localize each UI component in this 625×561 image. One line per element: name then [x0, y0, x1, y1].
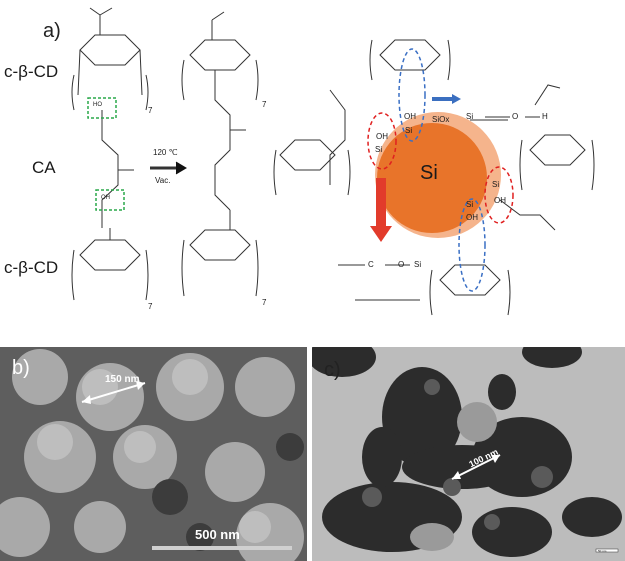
repeat-count-1: 7 — [148, 106, 153, 115]
red-arrow — [376, 178, 386, 228]
oh-label-right: OH — [494, 196, 506, 205]
red-dashed-ellipse-left — [367, 112, 397, 170]
oh-label-top: OH — [404, 112, 416, 121]
sem-micrograph — [0, 347, 307, 561]
green-dashed-box-top — [87, 97, 117, 119]
measure-line-100 — [451, 454, 501, 480]
scalebar-500nm — [152, 546, 292, 550]
oh-label-bottom: OH — [466, 213, 478, 222]
measure-line-150 — [81, 382, 146, 403]
panel-b-letter: b) — [12, 357, 30, 379]
blue-dashed-ellipse-top — [398, 48, 426, 142]
panel-a-scheme: a) c-β-CD CA c-β-CD 120 ℃ Vac. 7 7 7 7 S… — [4, 7, 595, 316]
h-label-hbond: H — [542, 112, 548, 121]
panel-c-tem-image: c) 100 nm 50 nm — [312, 347, 625, 561]
si-core-circle — [377, 123, 487, 233]
scalebar-label-500: 500 nm — [195, 527, 240, 542]
ho-label-top: HO — [93, 102, 102, 108]
repeat-count-3: 7 — [148, 302, 153, 311]
scalebar-50nm — [595, 548, 619, 553]
o-label-hbond: O — [512, 112, 519, 121]
c-label-ester: C — [368, 260, 374, 269]
repeat-count-2: 7 — [262, 100, 267, 109]
label-cbcd-top: c-β-CD — [4, 62, 59, 81]
si-label-top: Si — [405, 126, 413, 135]
reaction-scheme-drawing — [71, 7, 595, 316]
repeat-count-4: 7 — [262, 298, 267, 307]
measure-label-150: 150 nm — [105, 374, 140, 385]
oh-label-left: OH — [376, 132, 388, 141]
si-label-hbond: Si — [466, 112, 474, 121]
label-temperature: 120 ℃ — [153, 148, 178, 157]
red-dashed-ellipse-right — [484, 166, 514, 224]
si-label-right: Si — [492, 180, 500, 189]
oh-label-bottom-box: OH — [101, 195, 110, 201]
si-label-bottom: Si — [466, 200, 474, 209]
panel-a-letter: a) — [43, 20, 61, 42]
siox-shell-label: SiOx — [432, 115, 450, 124]
label-cbcd-bottom: c-β-CD — [4, 258, 59, 277]
scalebar-label-50: 50 nm — [598, 549, 607, 553]
tem-micrograph — [312, 347, 625, 561]
si-label-ester: Si — [414, 260, 422, 269]
label-ca: CA — [32, 158, 56, 177]
o-label-ester: O — [398, 260, 405, 269]
panel-b-sem-image: b) 150 nm 500 nm — [0, 347, 307, 561]
label-vacuum: Vac. — [155, 176, 171, 185]
si-core-label: Si — [420, 162, 438, 184]
si-label-left: Si — [375, 145, 383, 154]
blue-dashed-ellipse-bottom — [458, 198, 486, 292]
green-dashed-box-bottom — [95, 189, 125, 211]
panel-c-letter: c) — [324, 359, 341, 381]
